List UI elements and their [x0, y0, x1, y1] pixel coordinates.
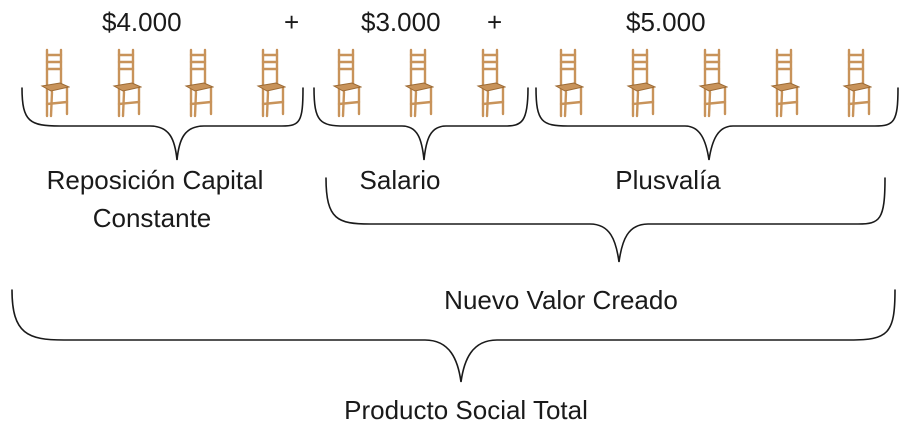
reposicion-brace	[21, 87, 304, 161]
chair-icon	[38, 46, 71, 118]
label-reposicion-line2: Constante	[92, 203, 212, 233]
chair-icon	[182, 46, 215, 118]
chair-icon	[768, 46, 801, 118]
chair-icon	[110, 46, 143, 118]
label-salario: Salario	[359, 165, 441, 195]
label-reposicion-line1: Reposición Capital	[46, 165, 264, 195]
label-producto-total: Producto Social Total	[344, 395, 588, 425]
nuevo-valor-brace	[325, 177, 886, 263]
chair-icon	[474, 46, 507, 118]
salario-brace	[313, 87, 529, 161]
chair-icon	[330, 46, 363, 118]
chair-icon	[696, 46, 729, 118]
chair-icon	[624, 46, 657, 118]
price-plusvalia: $5.000	[626, 7, 706, 37]
price-salario: $3.000	[361, 7, 441, 37]
price-reposicion: $4.000	[102, 7, 182, 37]
plusvalia-brace	[535, 87, 899, 161]
label-plusvalia: Plusvalía	[615, 165, 721, 195]
producto-total-brace	[11, 289, 896, 383]
chair-icon	[552, 46, 585, 118]
chair-icon	[402, 46, 435, 118]
chair-icon	[254, 46, 287, 118]
plus-sign-2: +	[487, 7, 503, 37]
label-nuevo-valor: Nuevo Valor Creado	[444, 285, 678, 315]
plus-sign-1: +	[284, 7, 300, 37]
chair-icon	[840, 46, 873, 118]
